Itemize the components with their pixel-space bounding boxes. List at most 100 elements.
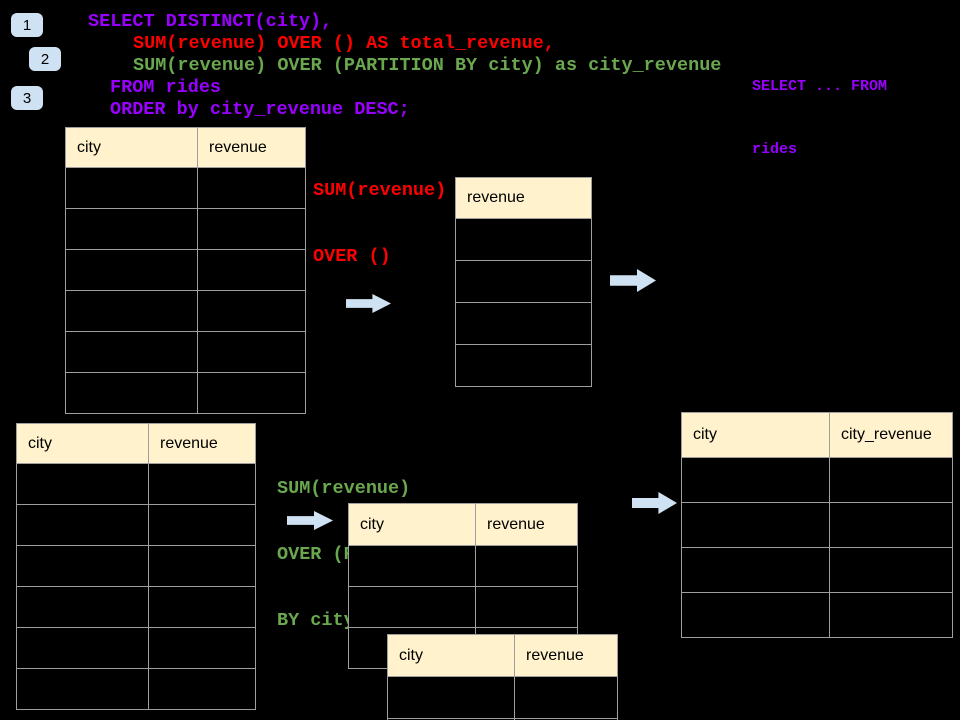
empty-cell — [197, 208, 306, 250]
sql-line-from: FROM rides — [110, 77, 222, 98]
table-row — [681, 547, 953, 593]
empty-cell — [16, 545, 149, 587]
table-row — [455, 344, 592, 387]
step-badge-2: 2 — [29, 47, 61, 71]
right-arrow-icon — [632, 492, 677, 514]
empty-cell — [148, 586, 256, 628]
sql-line-sum-over: SUM(revenue) OVER () AS total_revenue, — [133, 33, 555, 54]
column-header-city: city — [65, 127, 198, 168]
table-row — [455, 218, 592, 261]
empty-cell — [681, 457, 830, 503]
table-row — [681, 592, 953, 638]
table-row — [681, 457, 953, 503]
empty-cell — [829, 457, 953, 503]
table-row — [16, 545, 256, 587]
header-row: city revenue — [348, 503, 578, 546]
table-row — [387, 676, 618, 719]
empty-cell — [197, 331, 306, 373]
table-row — [348, 586, 578, 628]
table-row — [387, 718, 618, 720]
empty-cell — [455, 302, 592, 345]
empty-cell — [148, 627, 256, 669]
table-row — [65, 372, 306, 414]
table-source-bottom: city revenue — [16, 423, 256, 710]
empty-cell — [197, 372, 306, 414]
empty-cell — [16, 463, 149, 505]
empty-cell — [65, 167, 198, 209]
table-row — [65, 167, 306, 209]
header-row: city revenue — [16, 423, 256, 464]
empty-cell — [65, 249, 198, 291]
table-source-top: city revenue — [65, 127, 306, 414]
right-arrow-icon — [346, 294, 391, 313]
snippet-line-2: rides — [752, 141, 798, 158]
empty-cell — [514, 676, 618, 719]
empty-cell — [387, 676, 515, 719]
empty-cell — [65, 290, 198, 332]
empty-cell — [148, 504, 256, 546]
column-header-city-revenue: city_revenue — [829, 412, 953, 458]
empty-cell — [65, 331, 198, 373]
header-row: city revenue — [387, 634, 618, 677]
header-row: city city_revenue — [681, 412, 953, 458]
empty-cell — [197, 249, 306, 291]
table-row — [455, 302, 592, 345]
label-total-line-1: SUM(revenue) — [313, 180, 447, 201]
empty-cell — [829, 592, 953, 638]
empty-cell — [475, 586, 578, 628]
table-row — [65, 249, 306, 291]
empty-cell — [16, 504, 149, 546]
empty-cell — [148, 463, 256, 505]
column-header-revenue: revenue — [148, 423, 256, 464]
column-header-city: city — [348, 503, 476, 546]
table-row — [65, 290, 306, 332]
empty-cell — [148, 668, 256, 710]
table-revenue-only: revenue — [455, 177, 592, 387]
column-header-revenue: revenue — [475, 503, 578, 546]
snippet-select-from: SELECT ... FROM rides — [752, 34, 887, 202]
table-row — [681, 502, 953, 548]
table-row — [455, 260, 592, 303]
empty-cell — [197, 167, 306, 209]
table-partition-overlay: city revenue — [387, 634, 618, 720]
sql-line-select: SELECT DISTINCT(city), — [88, 11, 333, 32]
empty-cell — [348, 586, 476, 628]
empty-cell — [16, 627, 149, 669]
empty-cell — [65, 208, 198, 250]
sql-line-order: ORDER by city_revenue DESC; — [110, 99, 410, 120]
empty-cell — [829, 547, 953, 593]
empty-cell — [455, 218, 592, 261]
empty-cell — [681, 592, 830, 638]
label-partition-line-1: SUM(revenue) — [277, 478, 411, 499]
table-row — [16, 463, 256, 505]
empty-cell — [348, 545, 476, 587]
empty-cell — [16, 586, 149, 628]
column-header-revenue: revenue — [197, 127, 306, 168]
table-partition-mid: city revenue — [348, 503, 578, 669]
empty-cell — [197, 290, 306, 332]
empty-cell — [455, 344, 592, 387]
empty-cell — [16, 668, 149, 710]
step-badge-3: 3 — [11, 86, 43, 110]
label-total-line-2: OVER () — [313, 246, 391, 267]
empty-cell — [65, 372, 198, 414]
empty-cell — [681, 502, 830, 548]
table-row — [16, 668, 256, 710]
empty-cell — [148, 545, 256, 587]
table-result-right: city city_revenue — [681, 412, 953, 638]
sql-line-partition: SUM(revenue) OVER (PARTITION BY city) as… — [133, 55, 722, 76]
right-arrow-icon — [610, 269, 656, 292]
header-row: city revenue — [65, 127, 306, 168]
empty-cell — [829, 502, 953, 548]
column-header-city: city — [387, 634, 515, 677]
empty-cell — [475, 545, 578, 587]
table-row — [348, 545, 578, 587]
column-header-revenue: revenue — [455, 177, 592, 219]
step-badge-1: 1 — [11, 13, 43, 37]
column-header-city: city — [681, 412, 830, 458]
empty-cell — [681, 547, 830, 593]
table-row — [16, 586, 256, 628]
snippet-line-1: SELECT ... FROM — [752, 78, 888, 95]
column-header-city: city — [16, 423, 149, 464]
